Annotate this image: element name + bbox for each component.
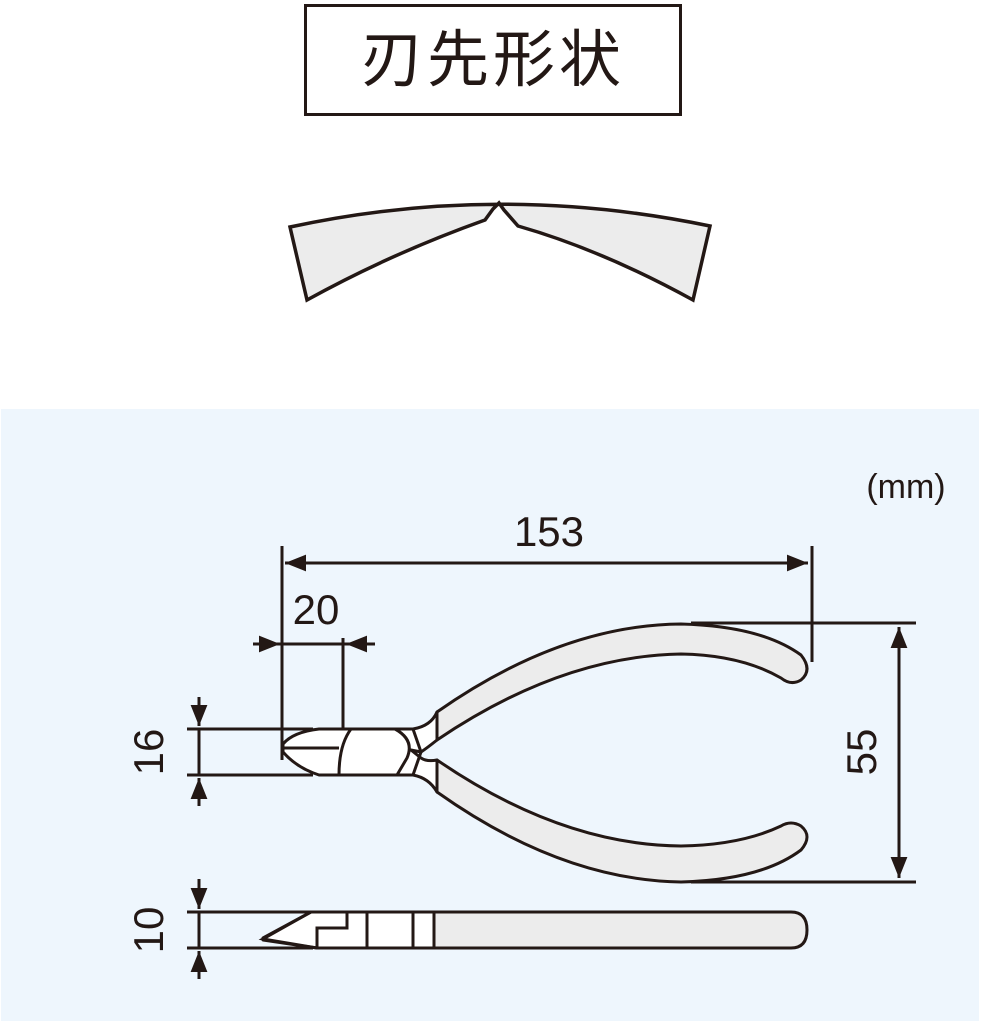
pliers-top-view [281,622,809,884]
blade-shape-title: 刃先形状 [360,23,625,96]
pliers-side-view [258,910,809,950]
thickness-label: 10 [125,907,172,954]
pliers-dimension-drawing: (mm) 153 20 16 55 10 [125,468,946,979]
head-width-label: 16 [125,729,172,776]
handle-span-label: 55 [838,729,885,776]
title-box: 刃先形状 [304,4,682,116]
unit-label: (mm) [866,468,945,506]
dimension-drawing-panel: (mm) 153 20 16 55 10 [1,409,979,1021]
overall-length-label: 153 [514,508,584,555]
jaw-length-label: 20 [293,586,340,633]
blade-edge-profile-illustration [287,200,713,303]
